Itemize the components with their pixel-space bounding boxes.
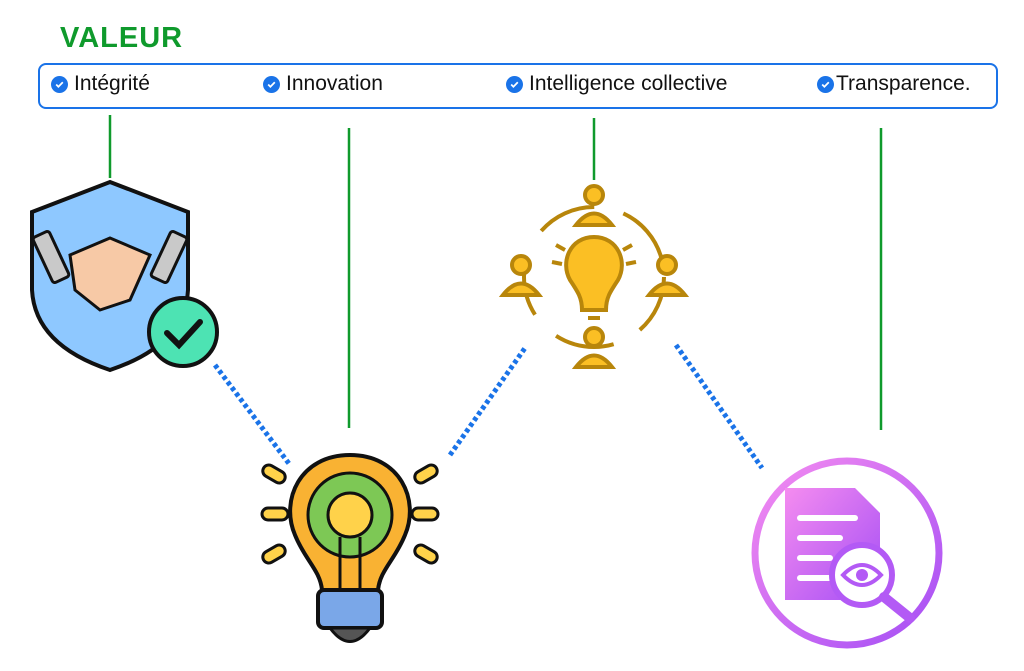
connector-lines <box>108 115 883 430</box>
value-label: Innovation <box>286 72 383 95</box>
values-box <box>38 63 998 109</box>
value-label: Intégrité <box>74 72 150 95</box>
value-innovation: Innovation <box>263 72 383 96</box>
check-circle-icon <box>817 75 834 93</box>
value-label: Intelligence collective <box>529 72 728 95</box>
section-title: VALEUR <box>60 22 184 54</box>
dotted-path <box>213 343 765 470</box>
check-circle-icon <box>51 75 68 93</box>
check-circle-icon <box>506 75 523 93</box>
value-transparence: Transparence. <box>817 72 971 96</box>
check-circle-icon <box>263 75 280 93</box>
people-idea-icon <box>498 184 690 369</box>
value-integrite: Intégrité <box>51 72 150 96</box>
value-label: Transparence. <box>836 72 971 95</box>
value-intelligence-collective: Intelligence collective <box>506 72 727 96</box>
handshake-shield-icon <box>30 179 219 373</box>
document-eye-icon <box>751 457 943 649</box>
lightbulb-gear-icon <box>260 452 440 643</box>
